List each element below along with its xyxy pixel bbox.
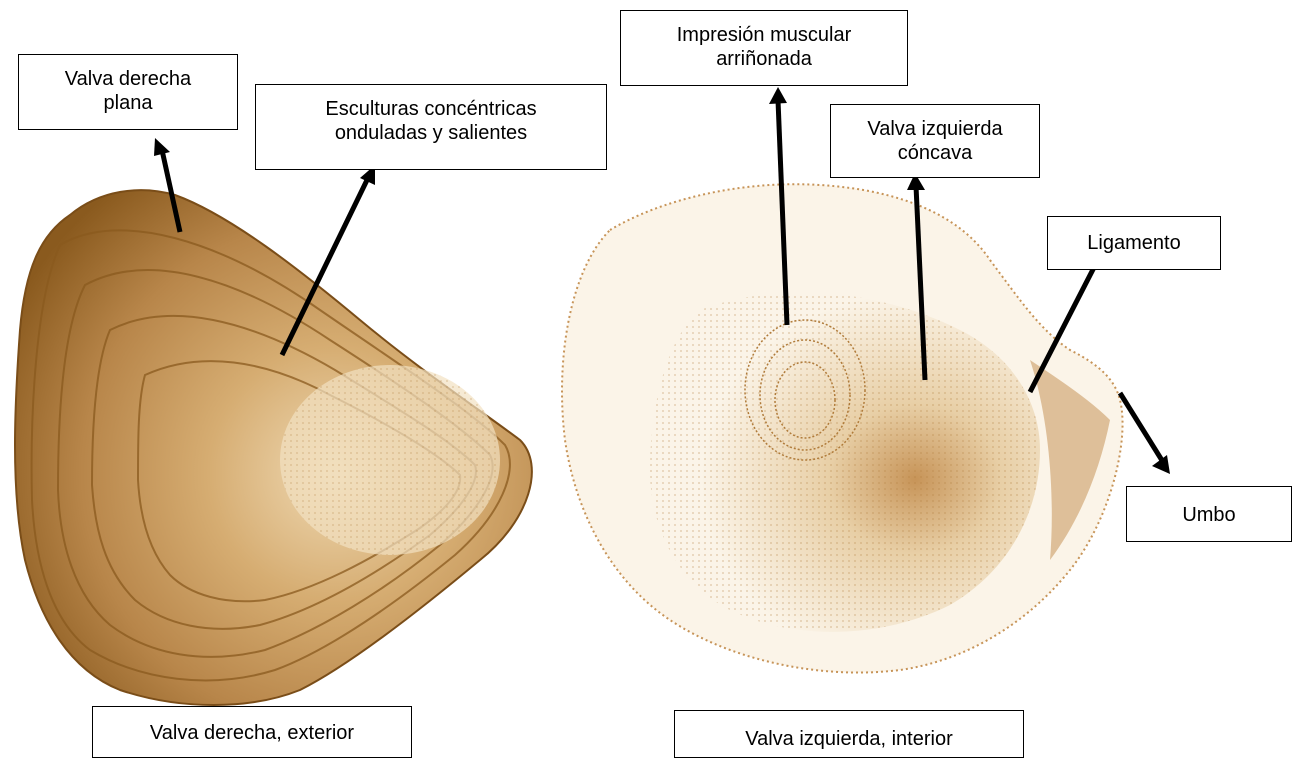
- label-esculturas-text: Esculturas concéntricas onduladas y sali…: [256, 97, 606, 145]
- caption-interior-text: Valva izquierda, interior: [675, 727, 1023, 751]
- label-esculturas: Esculturas concéntricas onduladas y sali…: [255, 84, 607, 170]
- label-impresion-muscular: Impresión muscular arriñonada: [620, 10, 908, 86]
- left-valve-interior-illustration: [562, 184, 1123, 672]
- caption-exterior: Valva derecha, exterior: [92, 706, 412, 758]
- label-umbo: Umbo: [1126, 486, 1292, 542]
- label-ligamento-text: Ligamento: [1048, 231, 1220, 255]
- label-valva-izquierda-concava-text: Valva izquierda cóncava: [831, 117, 1039, 165]
- label-valva-izquierda-concava: Valva izquierda cóncava: [830, 104, 1040, 178]
- caption-exterior-text: Valva derecha, exterior: [93, 721, 411, 745]
- arrow-umbo: [1120, 393, 1170, 474]
- label-valva-derecha-plana: Valva derecha plana: [18, 54, 238, 130]
- caption-interior: Valva izquierda, interior: [674, 710, 1024, 758]
- label-valva-derecha-plana-text: Valva derecha plana: [19, 67, 237, 115]
- label-impresion-muscular-text: Impresión muscular arriñonada: [621, 23, 907, 71]
- label-umbo-text: Umbo: [1127, 503, 1291, 527]
- right-valve-exterior-illustration: [15, 190, 532, 705]
- label-ligamento: Ligamento: [1047, 216, 1221, 270]
